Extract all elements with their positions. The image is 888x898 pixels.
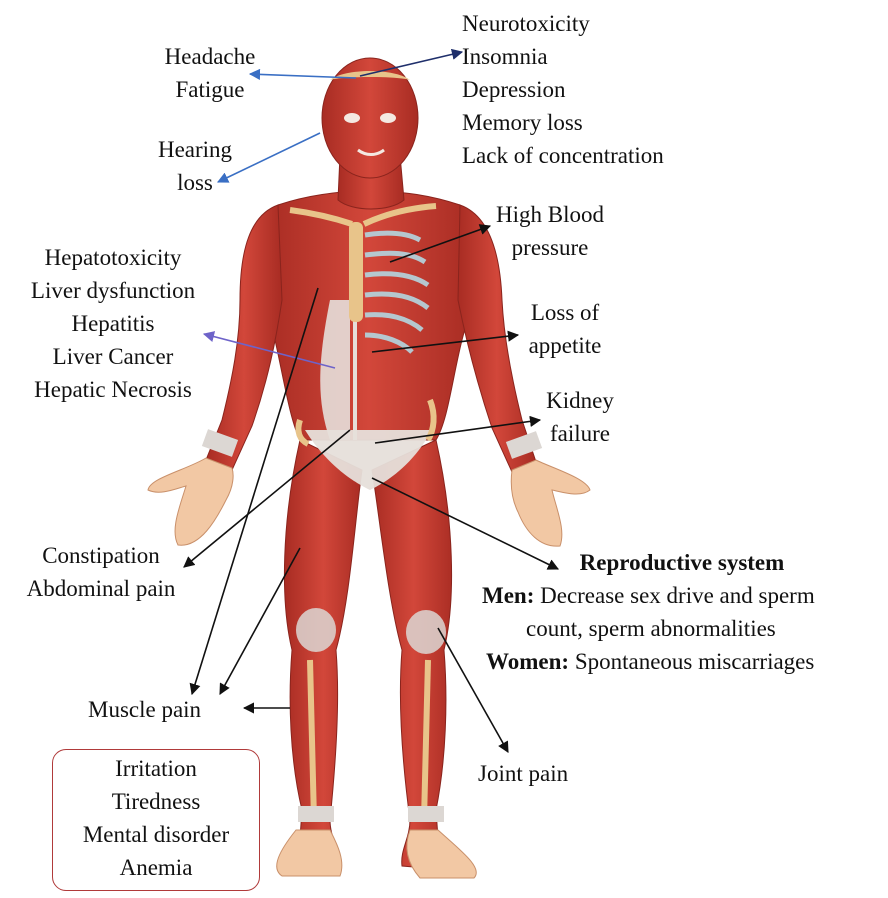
left-leg [284, 440, 362, 866]
neuro-label: Neurotoxicity Insomnia Depression Memory… [462, 7, 664, 172]
label-headache: Headache [150, 40, 270, 73]
label-loss-of: Loss of [510, 296, 620, 329]
label-pressure: pressure [474, 231, 626, 264]
joint-pain-label: Joint pain [478, 757, 568, 790]
label-failure: failure [530, 417, 630, 450]
box-item-irritation: Irritation [53, 752, 259, 785]
label-muscle-pain: Muscle pain [88, 693, 201, 726]
left-knee [296, 608, 336, 652]
men-text-1: Decrease sex drive and sperm [540, 583, 815, 608]
right-leg [372, 440, 455, 870]
label-kidney: Kidney [530, 384, 630, 417]
label-memory-loss: Memory loss [462, 106, 664, 139]
label-hearing: Hearing [140, 133, 250, 166]
label-constipation: Constipation [6, 539, 196, 572]
appetite-label: Loss of appetite [510, 296, 620, 362]
label-fatigue: Fatigue [150, 73, 270, 106]
general-symptoms-box: Irritation Tiredness Mental disorder Ane… [52, 749, 260, 891]
women-label: Women: [486, 649, 569, 674]
reproductive-label: Reproductive system Men: Decrease sex dr… [480, 546, 884, 678]
label-hepatic-necrosis: Hepatic Necrosis [6, 373, 220, 406]
left-foot [277, 830, 342, 876]
sternum [349, 222, 363, 322]
label-hepatotoxicity: Hepatotoxicity [6, 241, 220, 274]
label-depression: Depression [462, 73, 664, 106]
left-hand [148, 458, 233, 545]
label-liver-dysfunction: Liver dysfunction [6, 274, 220, 307]
label-neurotoxicity: Neurotoxicity [462, 7, 664, 40]
blood-pressure-label: High Blood pressure [474, 198, 626, 264]
liver-label: Hepatotoxicity Liver dysfunction Hepatit… [6, 241, 220, 406]
label-joint-pain: Joint pain [478, 757, 568, 790]
label-liver-cancer: Liver Cancer [6, 340, 220, 373]
men-text-2: count, sperm abnormalities [480, 612, 884, 645]
women-text: Spontaneous miscarriages [575, 649, 815, 674]
label-high-blood: High Blood [474, 198, 626, 231]
reproductive-title: Reproductive system [480, 546, 884, 579]
box-item-tiredness: Tiredness [53, 785, 259, 818]
label-hepatitis: Hepatitis [6, 307, 220, 340]
hearing-label: Hearing loss [140, 133, 250, 199]
men-label: Men: [482, 583, 534, 608]
abdomen-label: Constipation Abdominal pain [6, 539, 196, 605]
label-insomnia: Insomnia [462, 40, 664, 73]
box-item-anemia: Anemia [53, 851, 259, 884]
label-loss: loss [140, 166, 250, 199]
right-foot [407, 830, 477, 878]
box-item-mental-disorder: Mental disorder [53, 818, 259, 851]
label-appetite: appetite [510, 329, 620, 362]
label-lack-of-concentration: Lack of concentration [462, 139, 664, 172]
right-hand [511, 460, 590, 546]
label-abdominal-pain: Abdominal pain [6, 572, 196, 605]
headache-fatigue-label: Headache Fatigue [150, 40, 270, 106]
kidney-label: Kidney failure [530, 384, 630, 450]
muscle-pain-label: Muscle pain [88, 693, 201, 726]
